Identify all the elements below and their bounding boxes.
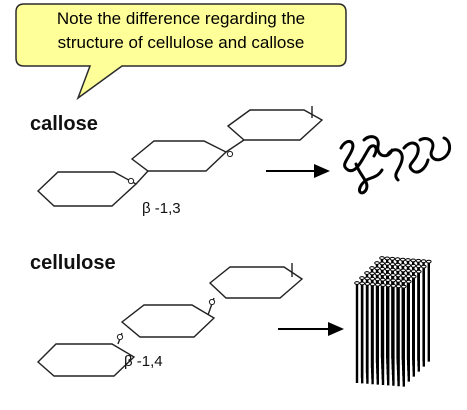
cellulose-bond-label: β -1,4 xyxy=(124,353,163,370)
fiber-end xyxy=(390,283,397,288)
fiber-end xyxy=(369,276,376,281)
fiber-end xyxy=(410,269,417,274)
fiber-end xyxy=(415,264,422,269)
callout-line-1: Note the difference regarding the xyxy=(56,9,306,28)
fiber-end xyxy=(400,263,406,267)
fiber-end xyxy=(384,267,391,272)
fiber-end xyxy=(415,258,422,263)
fiber-end xyxy=(389,256,396,261)
fiber-end xyxy=(400,268,407,273)
fiber-end xyxy=(395,262,401,267)
fiber-end xyxy=(379,261,386,266)
fiber-end xyxy=(395,273,402,278)
callose-oxygens xyxy=(127,150,234,185)
fiber-end xyxy=(410,263,417,268)
fiber-end xyxy=(374,277,381,282)
fiber-end xyxy=(364,271,370,275)
cellulose-oxygen-2 xyxy=(208,298,216,306)
fiber-end xyxy=(426,259,432,264)
cellulose-arrow xyxy=(278,322,344,336)
fiber-end xyxy=(385,272,391,277)
fiber-end xyxy=(400,273,407,278)
fiber-end xyxy=(380,283,386,287)
fiber-end xyxy=(379,272,386,277)
fiber-end xyxy=(384,261,391,266)
callout-text: Note the difference regarding the struct… xyxy=(22,7,340,55)
fiber-end xyxy=(384,256,391,261)
fiber-end xyxy=(390,273,396,277)
fiber-end xyxy=(379,266,386,271)
cellulose-oxygens xyxy=(116,298,216,341)
cellulose-ring-3 xyxy=(208,266,304,299)
fiber-end xyxy=(405,274,412,279)
fiber-end xyxy=(375,282,381,287)
fiber-end xyxy=(369,271,376,276)
callose-link-1 xyxy=(135,170,149,185)
fiber-end xyxy=(411,274,417,279)
fiber-end xyxy=(364,276,371,281)
callose-chain xyxy=(36,106,324,207)
cellulose-ring-2 xyxy=(120,304,216,338)
fiber-end xyxy=(379,256,385,260)
callose-bond-label: β -1,3 xyxy=(142,200,181,217)
callose-oxygen-2 xyxy=(226,150,234,158)
callose-oxygen-1 xyxy=(127,177,135,185)
fiber-end xyxy=(400,257,406,262)
fiber-end xyxy=(385,283,392,288)
fiber-end xyxy=(401,284,407,289)
fiber-end xyxy=(369,266,375,270)
fiber-end xyxy=(385,278,391,282)
fiber-end xyxy=(364,281,371,286)
callose-ring-2 xyxy=(130,140,228,172)
fiber-end xyxy=(374,266,381,271)
callose-arrow xyxy=(266,164,330,178)
cellulose-label: cellulose xyxy=(30,252,116,274)
fiber-end xyxy=(395,284,402,289)
fiber-end xyxy=(421,264,427,269)
callout-bubble xyxy=(15,3,347,101)
callout-line-2: structure of cellulose and callose xyxy=(57,33,305,52)
callose-label: callose xyxy=(30,113,98,135)
fiber-end xyxy=(394,257,401,262)
cellulose-ring-1 xyxy=(36,343,136,377)
callose-link-2 xyxy=(225,139,245,153)
fiber-end xyxy=(405,268,412,273)
fiber-end xyxy=(369,282,376,287)
fiber-end xyxy=(359,281,366,286)
cellulose-chain xyxy=(36,263,304,377)
microfibril-bundle-icon xyxy=(354,256,432,387)
fiber-end xyxy=(390,278,397,283)
fiber-end xyxy=(359,276,365,280)
fiber-end xyxy=(390,267,396,272)
fiber-end xyxy=(405,258,411,262)
fiber-end xyxy=(374,261,380,265)
fiber-end xyxy=(405,263,412,268)
tangled-fiber-icon xyxy=(339,135,452,195)
fiber-end xyxy=(416,269,422,274)
fiber-end xyxy=(410,258,417,263)
fiber-end xyxy=(354,281,360,285)
callose-ring-3 xyxy=(226,109,324,141)
fiber-end xyxy=(380,277,386,282)
fiber-end xyxy=(420,259,427,264)
fiber-end xyxy=(395,278,402,283)
fiber-end xyxy=(406,279,412,284)
fiber-end xyxy=(395,268,401,272)
cellulose-oxygen-1 xyxy=(116,333,124,341)
callose-ring-1 xyxy=(36,171,138,207)
fiber-end xyxy=(374,271,381,276)
fiber-end xyxy=(400,279,407,284)
fiber-end xyxy=(389,262,396,267)
